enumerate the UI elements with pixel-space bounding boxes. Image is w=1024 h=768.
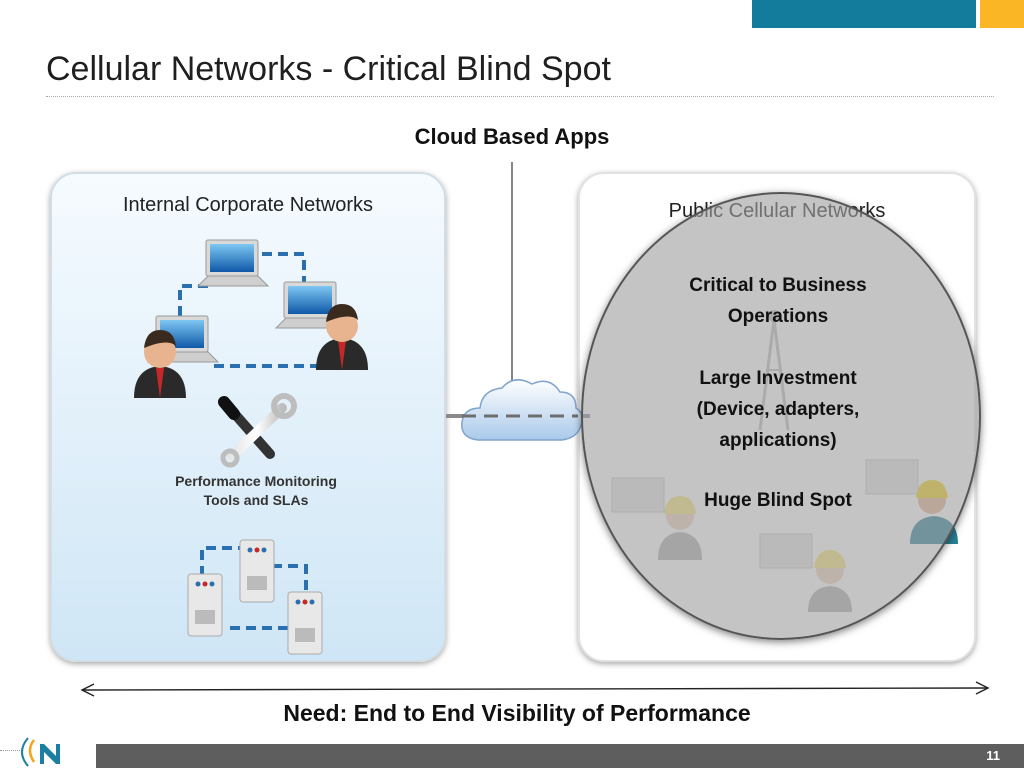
server-icon xyxy=(287,591,323,655)
top-accent-bar-gold xyxy=(980,0,1024,28)
cloud-apps-label: Cloud Based Apps xyxy=(414,124,610,149)
server-network-links xyxy=(200,546,308,630)
end-to-end-arrow xyxy=(80,681,990,697)
overlay-line: applications) xyxy=(719,430,837,451)
overlay-point-blind-spot: Huge Blind Spot xyxy=(640,485,916,516)
server-icon xyxy=(187,573,223,637)
person-icon xyxy=(316,304,368,370)
tools-icon xyxy=(218,393,297,468)
overlay-point-critical: Critical to Business Operations xyxy=(640,270,916,332)
slide-title: Cellular Networks - Critical Blind Spot xyxy=(46,50,611,88)
overlay-point-investment: Large Investment (Device, adapters, appl… xyxy=(640,363,916,456)
title-divider xyxy=(46,96,994,97)
internal-network-title: Internal Corporate Networks xyxy=(122,194,374,216)
blind-spot-overlay xyxy=(581,192,981,640)
company-logo-icon xyxy=(21,737,60,767)
top-accent-bar-blue xyxy=(752,0,976,28)
footer-bar xyxy=(96,744,1024,768)
person-icon xyxy=(134,330,186,398)
need-visibility-label: Need: End to End Visibility of Performan… xyxy=(283,700,751,726)
cloud-icon xyxy=(461,379,583,441)
performance-tools-line1: Performance Monitoring xyxy=(175,473,337,489)
overlay-line: Critical to Business xyxy=(689,275,867,296)
server-icon xyxy=(239,539,275,603)
overlay-line: Huge Blind Spot xyxy=(704,490,852,511)
performance-tools-label: Performance Monitoring Tools and SLAs xyxy=(140,472,372,510)
laptop-icon xyxy=(196,239,270,287)
overlay-line: Operations xyxy=(727,306,829,327)
footer-divider xyxy=(0,750,20,751)
overlay-line: Large Investment xyxy=(699,368,857,389)
performance-tools-line2: Tools and SLAs xyxy=(203,492,309,508)
overlay-line: (Device, adapters, xyxy=(696,399,860,420)
page-number: 11 xyxy=(986,748,1000,763)
